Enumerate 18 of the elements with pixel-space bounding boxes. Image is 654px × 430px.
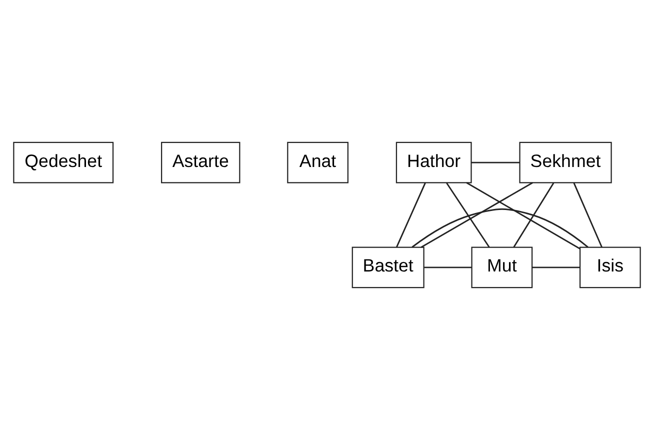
connector [471, 162, 520, 164]
node-box: Bastet [352, 246, 424, 288]
connector [573, 182, 602, 248]
node-box: Sekhmet [519, 142, 612, 184]
connector [466, 182, 580, 250]
node-box: Astarte [161, 142, 240, 184]
connector [532, 266, 580, 268]
node-box: Mut [471, 246, 533, 288]
node-box: Anat [287, 142, 348, 184]
connector [446, 182, 490, 248]
node-box: Isis [579, 246, 641, 288]
node-box: Qedeshet [13, 142, 114, 184]
node-box: Hathor [396, 142, 472, 184]
connector [412, 208, 588, 248]
connector [513, 182, 554, 248]
connector [424, 266, 472, 268]
connector [396, 182, 426, 248]
connector [420, 182, 533, 248]
